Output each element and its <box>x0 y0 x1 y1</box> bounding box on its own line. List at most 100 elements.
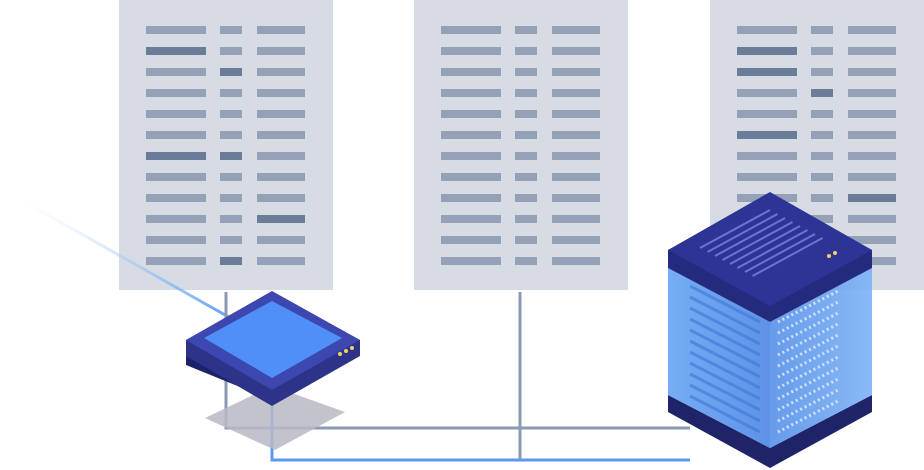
rack-unit-lights <box>777 354 841 390</box>
table-cell-bar <box>811 47 833 55</box>
table-cell-bar <box>552 131 600 139</box>
network-router-icon[interactable] <box>186 291 360 450</box>
router-led-1 <box>338 352 342 356</box>
rack-unit <box>689 361 761 401</box>
table-cell-bar <box>515 131 537 139</box>
table-cell-bar <box>220 110 242 118</box>
table-cell-bar <box>515 236 537 244</box>
rack-unit-lights <box>777 321 841 357</box>
table-cell-bar <box>811 110 833 118</box>
table-cell-bar <box>146 131 206 139</box>
table-cell-bar <box>220 68 242 76</box>
table-cell-bar <box>257 215 305 223</box>
table-cell-bar <box>257 89 305 97</box>
table-cell-bar <box>257 68 305 76</box>
table-cell-bar <box>146 215 206 223</box>
table-cell-bar <box>552 236 600 244</box>
rack-unit <box>689 350 761 390</box>
server-rack-icon[interactable] <box>668 100 872 468</box>
table-cell-bar <box>146 236 206 244</box>
table-cell-bar <box>848 173 896 181</box>
table-cell-bar <box>552 89 600 97</box>
rack-unit <box>689 295 761 335</box>
table-cell-bar <box>220 152 242 160</box>
table-cell-bar <box>515 47 537 55</box>
table-cell-bar <box>441 152 501 160</box>
table-cell-bar <box>441 110 501 118</box>
table-cell-bar <box>848 152 896 160</box>
server-units-left <box>689 284 761 434</box>
table-cell-bar <box>220 26 242 34</box>
table-cell-bar <box>515 215 537 223</box>
vent-slot <box>737 229 808 269</box>
rack-unit-lights <box>777 387 841 423</box>
data-panels <box>119 0 924 290</box>
server-units-right <box>777 288 841 434</box>
data-table-sheet-icon <box>119 0 333 290</box>
table-cell-bar <box>552 173 600 181</box>
table-cell-bar <box>848 89 896 97</box>
table-cell-bar <box>257 26 305 34</box>
table-cell-bar <box>146 173 206 181</box>
table-cell-bar <box>552 47 600 55</box>
table-cell-bar <box>515 257 537 265</box>
table-cell-bar <box>257 236 305 244</box>
vent-slot <box>714 217 786 257</box>
rack-unit <box>689 372 761 412</box>
table-cell-bar <box>441 194 501 202</box>
rack-unit <box>689 339 761 379</box>
table-cell-bar <box>848 215 896 223</box>
table-cell-bar <box>220 47 242 55</box>
table-cell-bar <box>515 173 537 181</box>
table-cell-bar <box>552 215 600 223</box>
table-cell-bar <box>146 47 206 55</box>
rack-unit-lights <box>777 299 841 335</box>
data-panel-center <box>414 0 628 290</box>
rack-unit-lights <box>777 376 841 412</box>
router-shadow <box>205 386 345 450</box>
rack-unit <box>689 328 761 368</box>
table-cell-bar <box>811 68 833 76</box>
rack-unit-lights <box>777 398 841 434</box>
rack-unit <box>689 284 761 324</box>
table-cell-bar <box>552 257 600 265</box>
table-cell-bar <box>848 110 896 118</box>
table-cell-bar <box>552 194 600 202</box>
server-led-1 <box>827 254 831 258</box>
table-cell-bar <box>811 194 833 202</box>
table-cell-bar <box>146 89 206 97</box>
table-cell-bar <box>737 68 797 76</box>
table-cell-bar <box>220 215 242 223</box>
table-cell-bar <box>441 89 501 97</box>
table-cell-bar <box>441 257 501 265</box>
server-top <box>668 192 872 306</box>
vent-slot <box>729 225 801 265</box>
table-cell-bar <box>257 173 305 181</box>
data-panel-left <box>119 0 333 290</box>
table-cell-bar <box>220 257 242 265</box>
table-cell-bar <box>220 173 242 181</box>
table-cell-bar <box>220 194 242 202</box>
table-cell-bar <box>811 152 833 160</box>
incoming-cable <box>0 186 235 322</box>
table-cell-bar <box>737 26 797 34</box>
data-table-sheet-icon <box>414 0 628 290</box>
rack-unit <box>689 317 761 357</box>
table-cell-bar <box>257 152 305 160</box>
vent-slot <box>699 209 771 249</box>
table-cell-bar <box>146 257 206 265</box>
table-cell-bar <box>811 215 833 223</box>
table-cell-bar <box>811 89 833 97</box>
table-cell-bar <box>737 110 797 118</box>
table-cell-bar <box>441 131 501 139</box>
table-cell-bar <box>552 68 600 76</box>
table-cell-bar <box>220 131 242 139</box>
table-cell-bar <box>737 173 797 181</box>
table-cell-bar <box>515 194 537 202</box>
table-cell-bar <box>257 110 305 118</box>
vent-slot <box>744 233 816 273</box>
table-cell-bar <box>257 47 305 55</box>
server-side-right <box>770 268 872 448</box>
rack-unit-lights <box>777 288 841 324</box>
